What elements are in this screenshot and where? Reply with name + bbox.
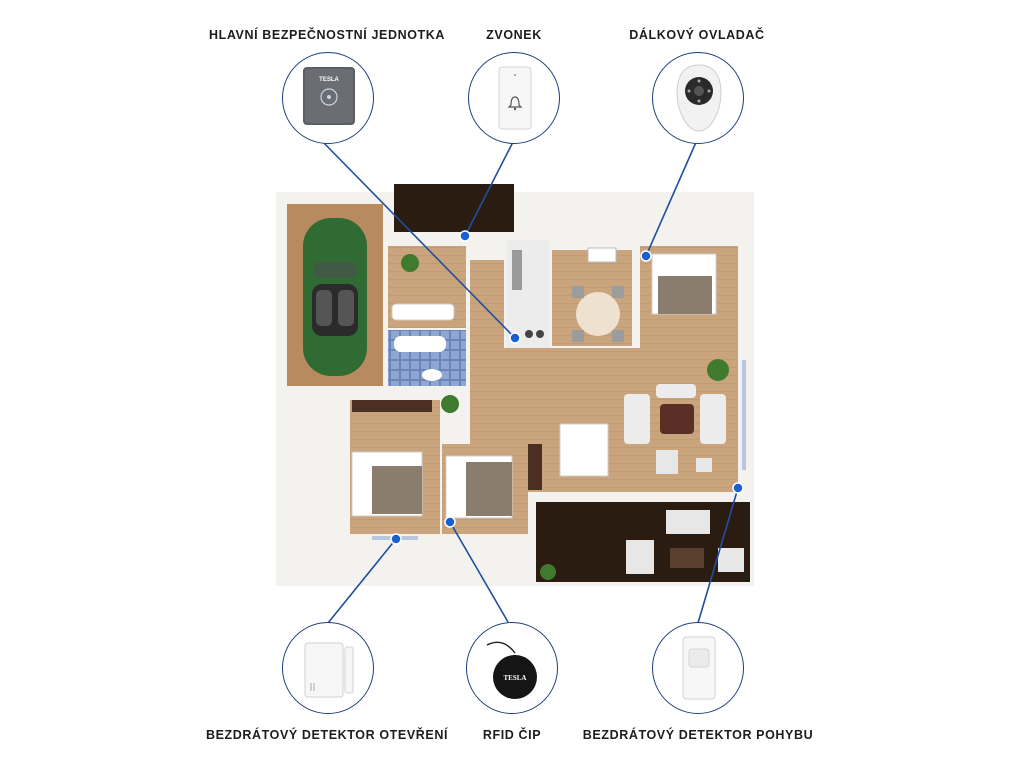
device-circle-motion	[652, 622, 744, 714]
device-circle-door-sensor	[282, 622, 374, 714]
marker-rfid	[444, 516, 456, 528]
marker-doorbell	[459, 230, 471, 242]
marker-main-unit	[509, 332, 521, 344]
label-remote: DÁLKOVÝ OVLADAČ	[629, 28, 765, 42]
label-motion: BEZDRÁTOVÝ DETEKTOR POHYBU	[582, 728, 814, 742]
rfid-tag-icon: TESLA	[486, 641, 537, 699]
dining-table-living	[559, 423, 609, 477]
doorbell-icon	[498, 66, 532, 130]
label-door-sensor: BEZDRÁTOVÝ DETEKTOR OTEVŘENÍ	[205, 728, 449, 742]
device-circle-doorbell	[468, 52, 560, 144]
marker-motion	[732, 482, 744, 494]
device-circle-main-unit: TESLA	[282, 52, 374, 144]
label-rfid: RFID ČIP	[482, 728, 542, 742]
security-hub-icon: TESLA	[303, 67, 355, 125]
coffee-table	[660, 404, 694, 434]
entrance-terrace	[394, 184, 514, 232]
door-sensor-icon	[304, 642, 354, 698]
label-main-unit: HLAVNÍ BEZPEČNOSTNÍ JEDNOTKA	[208, 28, 446, 42]
label-doorbell: ZVONEK	[486, 28, 542, 42]
device-circle-rfid: TESLA	[466, 622, 558, 714]
svg-text:TESLA: TESLA	[504, 674, 527, 682]
device-circle-remote	[652, 52, 744, 144]
dining-table	[576, 292, 620, 336]
remote-control-icon	[676, 64, 722, 132]
plant	[401, 254, 419, 272]
sofa-left	[624, 394, 650, 444]
hallway	[470, 260, 504, 350]
car	[303, 218, 367, 376]
sofa-right	[700, 394, 726, 444]
marker-door-sensor	[390, 533, 402, 545]
device-markers	[390, 230, 744, 545]
connector-lines	[320, 139, 739, 624]
svg-text:TESLA: TESLA	[319, 77, 339, 83]
marker-remote	[640, 250, 652, 262]
motion-detector-icon	[682, 636, 716, 700]
